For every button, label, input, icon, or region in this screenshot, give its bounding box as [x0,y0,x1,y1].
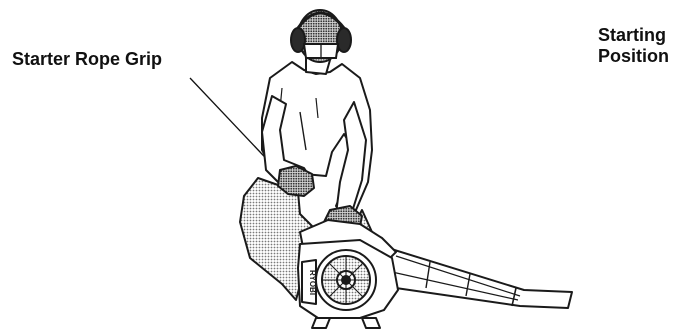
engine-brand-text: RYOBI [308,270,317,295]
leaf-blower [298,220,572,328]
safety-glasses [304,44,338,58]
